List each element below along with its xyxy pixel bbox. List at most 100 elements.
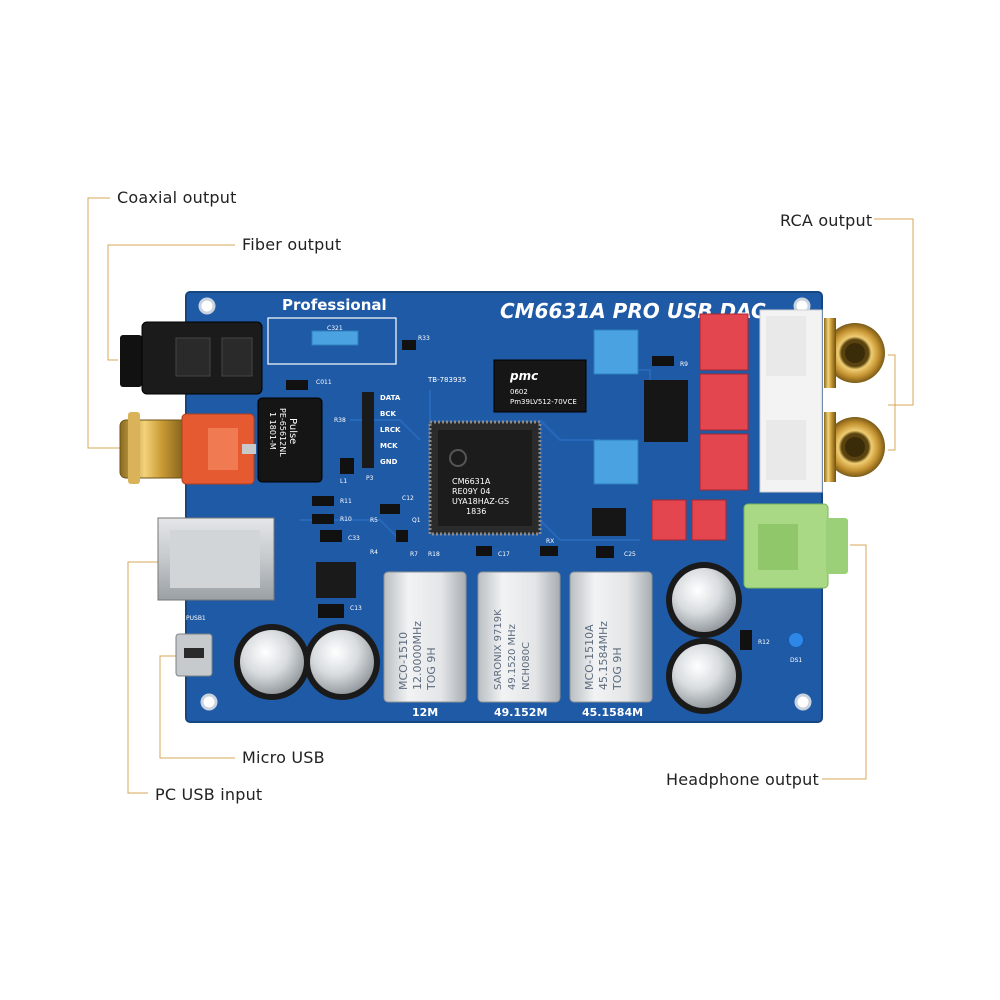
- ref-r4: R4: [370, 549, 378, 556]
- svg-text:MCO-1510A: MCO-1510A: [583, 624, 596, 690]
- smd-part: [596, 546, 614, 558]
- smd-part: [652, 356, 674, 366]
- rca-output-connectors: [759, 309, 885, 493]
- smd-part: [312, 514, 334, 524]
- pc-usb-leader: [127, 561, 158, 794]
- red-film-capacitors: [651, 313, 749, 541]
- smd-part: [402, 340, 416, 350]
- ref-c011: C011: [316, 379, 332, 386]
- coaxial-output-connector: [119, 412, 256, 485]
- svg-text:MCO-1510: MCO-1510: [397, 632, 410, 690]
- ref-c25: C25: [624, 551, 636, 558]
- oscillator-label: 45.1584M: [582, 706, 643, 719]
- smd-part: [286, 380, 308, 390]
- smd-part: [318, 604, 344, 618]
- coaxial-leader: [87, 197, 120, 449]
- professional-badge: Professional: [282, 296, 387, 314]
- svg-text:CM6631A: CM6631A: [452, 477, 491, 486]
- flash-chip: pmc 0602 Pm39LV512-70VCE: [493, 359, 587, 413]
- callout-leader-lines: [87, 197, 914, 794]
- pin-label: GND: [380, 458, 398, 466]
- pin-label: DATA: [380, 394, 401, 402]
- pin-header: DATA BCK LRCK MCK GND P3: [362, 392, 401, 482]
- smd-part: [476, 546, 492, 556]
- svg-text:Pulse: Pulse: [287, 418, 298, 444]
- ref-r9: R9: [680, 361, 688, 368]
- svg-text:UYA18HAZ-GS: UYA18HAZ-GS: [452, 497, 509, 506]
- fiber-output-connector: [120, 321, 263, 395]
- ref-c321: C321: [327, 325, 343, 332]
- blue-component: [593, 439, 639, 485]
- svg-text:NCH080C: NCH080C: [521, 642, 532, 690]
- cm6631a-chip: CM6631A RE09Y 04 UYA18HAZ-GS 1836: [428, 420, 542, 536]
- c321-capacitor: [311, 330, 359, 346]
- smd-part: [320, 530, 342, 542]
- svg-text:Pm39LV512-70VCE: Pm39LV512-70VCE: [510, 398, 577, 406]
- micro-usb-label: Micro USB: [242, 748, 325, 767]
- voltage-regulator: [316, 562, 356, 598]
- ref-r18: R18: [428, 551, 440, 558]
- headphone-output-jack: [743, 503, 848, 589]
- electrolytic-capacitors: [234, 562, 742, 714]
- ref-rx: RX: [546, 538, 554, 545]
- pc-usb-input-label: PC USB input: [155, 785, 263, 804]
- op-amp-ic: [644, 380, 688, 442]
- svg-text:PE-65612NL: PE-65612NL: [278, 408, 287, 457]
- ref-q1: Q1: [412, 517, 421, 524]
- svg-text:TOG 9H: TOG 9H: [425, 647, 438, 691]
- micro-usb-connector: [175, 633, 213, 677]
- blue-led: [787, 631, 805, 649]
- micro-usb-leader: [159, 655, 235, 759]
- ref-l1: L1: [340, 478, 347, 485]
- headphone-leader: [822, 544, 867, 780]
- fiber-output-label: Fiber output: [242, 235, 342, 254]
- svg-text:1836: 1836: [466, 507, 486, 516]
- ref-r7: R7: [410, 551, 418, 558]
- oscillator-49m: SARONIX 9719K 49.1520 MHz NCH080C 49.152…: [477, 571, 561, 719]
- ref-c13: C13: [350, 605, 362, 612]
- pcb-board: CM6631A PRO USB DAC Professional TB-7839…: [119, 291, 885, 723]
- ref-p3: P3: [366, 475, 374, 482]
- pin-label: MCK: [380, 442, 398, 450]
- oscillator-12m: MCO-1510 12.0000MHz TOG 9H 12M: [383, 571, 467, 719]
- oscillator-45m: MCO-1510A 45.1584MHz TOG 9H 45.1584M: [569, 571, 653, 719]
- mount-hole: [794, 693, 812, 711]
- smd-part: [380, 504, 400, 514]
- pin-label: LRCK: [380, 426, 401, 434]
- rca-output-label: RCA output: [780, 211, 873, 230]
- ref-pusb1: PUSB1: [186, 615, 206, 622]
- smd-part: [540, 546, 558, 556]
- ref-c33: C33: [348, 535, 360, 542]
- svg-text:RE09Y 04: RE09Y 04: [452, 487, 490, 496]
- small-ic: [592, 508, 626, 536]
- svg-text:SARONIX 9719K: SARONIX 9719K: [493, 609, 504, 690]
- ref-c12: C12: [402, 495, 414, 502]
- oscillator-label: 49.152M: [494, 706, 547, 719]
- coaxial-output-label: Coaxial output: [117, 188, 237, 207]
- fiber-leader: [107, 244, 235, 361]
- ref-r10: R10: [340, 516, 352, 523]
- svg-text:pmc: pmc: [509, 369, 538, 383]
- headphone-output-label: Headphone output: [666, 770, 819, 789]
- pc-usb-b-connector: [157, 517, 275, 601]
- pulse-transformer: Pulse PE-65612NL 1 1801-M: [257, 397, 323, 483]
- rca-leader: [874, 218, 914, 406]
- ref-r5: R5: [370, 517, 378, 524]
- smd-part: [396, 530, 408, 542]
- pin-label: BCK: [380, 410, 396, 418]
- rca-leader-branch: [888, 354, 896, 451]
- professional-frame: [267, 317, 397, 365]
- part-number: TB-783935: [427, 376, 466, 384]
- smd-part: [312, 496, 334, 506]
- ref-r11: R11: [340, 498, 352, 505]
- svg-text:1 1801-M: 1 1801-M: [268, 412, 277, 450]
- smd-part: [340, 458, 354, 474]
- svg-text:49.1520 MHz: 49.1520 MHz: [507, 624, 518, 690]
- svg-text:0602: 0602: [510, 388, 528, 396]
- ref-ds1: DS1: [790, 657, 802, 664]
- svg-text:TOG 9H: TOG 9H: [611, 647, 624, 691]
- smd-part: [740, 630, 752, 650]
- mount-hole: [200, 693, 218, 711]
- oscillator-label: 12M: [412, 706, 438, 719]
